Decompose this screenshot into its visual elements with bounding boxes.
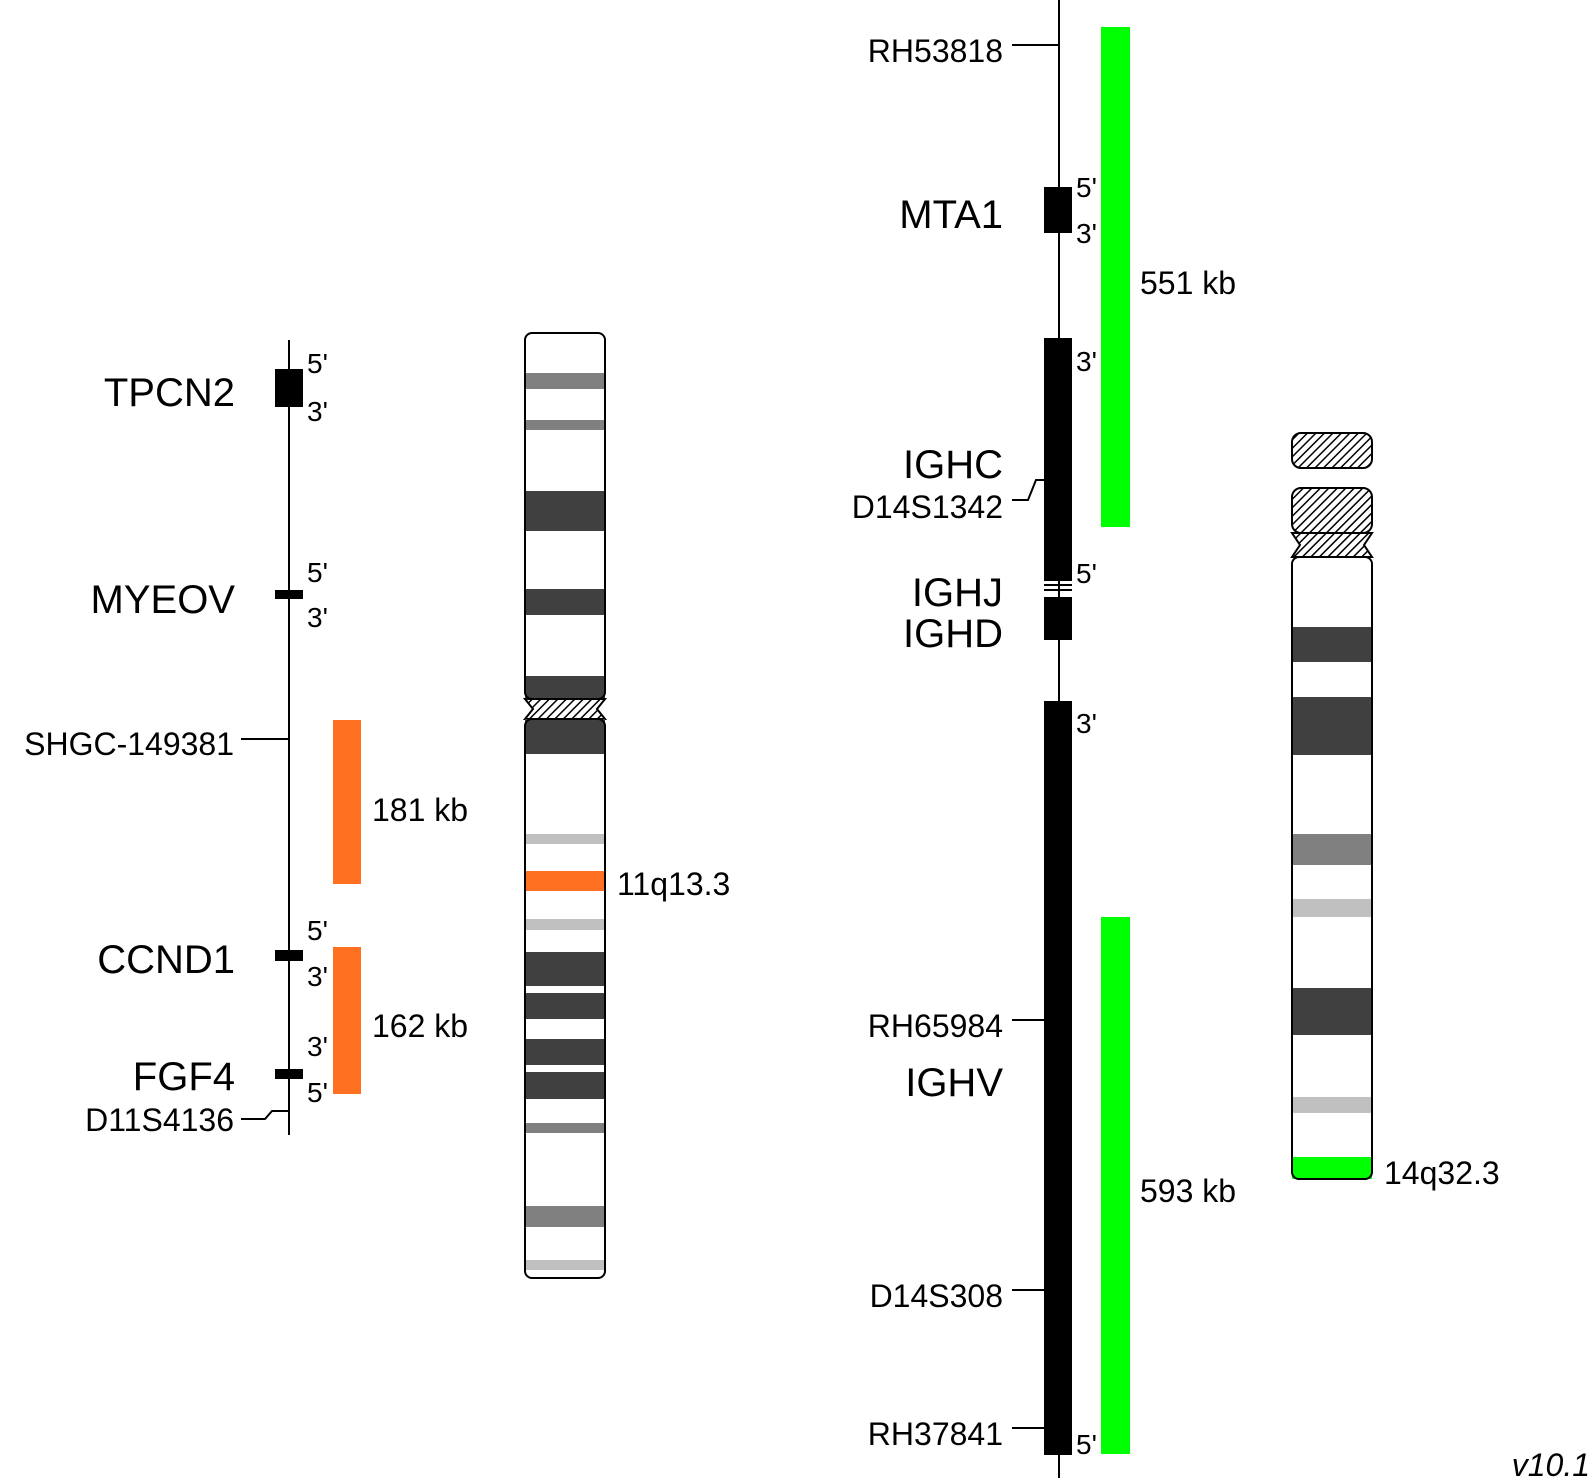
chr11-band (525, 834, 605, 844)
mta1-3prime-label: 3' (1076, 218, 1097, 249)
mta1-gene-block (1044, 187, 1072, 233)
rh53818-label: RH53818 (868, 33, 1003, 69)
chr11-band-11q13-3 (525, 871, 605, 891)
tpcn2-gene-block (275, 369, 303, 407)
myeov-gene-block (275, 590, 303, 599)
chr11-band (525, 1072, 605, 1099)
probe-181kb-bar (333, 720, 361, 884)
chr14-q-arm-outline (1291, 556, 1373, 1180)
ccnd1-gene-block (275, 950, 303, 961)
mta1-label: MTA1 (899, 193, 1003, 237)
tpcn2-label: TPCN2 (104, 371, 235, 415)
ighv-label: IGHV (905, 1061, 1003, 1105)
chr11-band (525, 719, 605, 754)
probe-551kb-label: 551 kb (1140, 265, 1236, 301)
chr11-band (525, 1039, 605, 1065)
chr11-band (525, 1260, 605, 1270)
chr14-band (1292, 834, 1372, 865)
band-14q32-3-label: 14q32.3 (1384, 1155, 1500, 1191)
chromosome-14-ideogram (1290, 432, 1374, 1180)
d14s308-label: D14S308 (870, 1278, 1003, 1314)
ighd-label: IGHD (903, 612, 1003, 656)
chr11-band (525, 1123, 605, 1133)
d11s4136-label: D11S4136 (85, 1102, 234, 1138)
chr14-band (1292, 899, 1372, 917)
fgf4-3prime-label: 3' (307, 1031, 328, 1062)
d14s1342-label: D14S1342 (852, 489, 1003, 525)
shgc-149381-label: SHGC-149381 (24, 726, 234, 762)
probe-551kb-bar (1101, 27, 1130, 527)
mta1-5prime-label: 5' (1076, 172, 1097, 203)
chr11-band (525, 589, 605, 615)
chr11-band (525, 993, 605, 1019)
ighc-gene-block (1044, 338, 1072, 581)
d11s4136-tick (241, 1110, 289, 1120)
chr11-q-arm-outline (524, 718, 606, 1279)
ighv-5prime-label: 5' (1076, 1429, 1097, 1460)
myeov-5prime-label: 5' (307, 557, 328, 588)
chr11-band (525, 952, 605, 986)
ighj-label: IGHJ (912, 571, 1003, 615)
chr14-band (1292, 1097, 1372, 1113)
chr11-band (525, 919, 605, 930)
ighc-label: IGHC (903, 443, 1003, 487)
version-label: v10.1 (1512, 1447, 1590, 1478)
ccnd1-label: CCND1 (97, 938, 235, 982)
chr11-band (525, 420, 605, 430)
ccnd1-3prime-label: 3' (307, 961, 328, 992)
probe-593kb-label: 593 kb (1140, 1173, 1236, 1209)
d14s1342-tick (1012, 479, 1044, 501)
ighj-5prime-label: 5' (1076, 558, 1097, 589)
chr11-band (525, 1206, 605, 1227)
probe-162kb-label: 162 kb (372, 1008, 468, 1044)
chr11-centromere (522, 698, 608, 720)
band-11q13-3-label: 11q13.3 (617, 866, 730, 902)
chr11-band (525, 676, 605, 699)
chr11-band (525, 491, 605, 531)
ighc-3prime-label: 3' (1076, 346, 1097, 377)
tpcn2-5prime-label: 5' (307, 348, 328, 379)
ighv-3prime-label: 3' (1076, 708, 1097, 739)
chr14-satellite (1291, 432, 1373, 469)
ccnd1-5prime-label: 5' (307, 915, 328, 946)
myeov-label: MYEOV (91, 578, 236, 622)
chr14-band (1292, 988, 1372, 1035)
fgf4-5prime-label: 5' (307, 1077, 328, 1108)
rh37841-label: RH37841 (868, 1416, 1003, 1452)
tpcn2-3prime-label: 3' (307, 396, 328, 427)
probe-181kb-label: 181 kb (372, 792, 468, 828)
fgf4-label: FGF4 (133, 1055, 235, 1099)
probe-162kb-bar (333, 947, 361, 1094)
chr14-centromere (1290, 532, 1374, 558)
chr11-band (525, 373, 605, 389)
chromosome-11-ideogram (522, 332, 608, 1279)
myeov-3prime-label: 3' (307, 602, 328, 633)
chr14-band (1292, 697, 1372, 755)
rh65984-label: RH65984 (868, 1008, 1003, 1044)
probe-593kb-bar (1101, 917, 1130, 1454)
chr14-band (1292, 627, 1372, 662)
ighv-gene-block (1044, 701, 1072, 1455)
ighd-gene-block (1044, 597, 1072, 640)
fgf4-gene-block (275, 1069, 303, 1079)
chr14-stalk (1291, 487, 1373, 534)
chr14-band-14q32-3 (1292, 1157, 1372, 1179)
